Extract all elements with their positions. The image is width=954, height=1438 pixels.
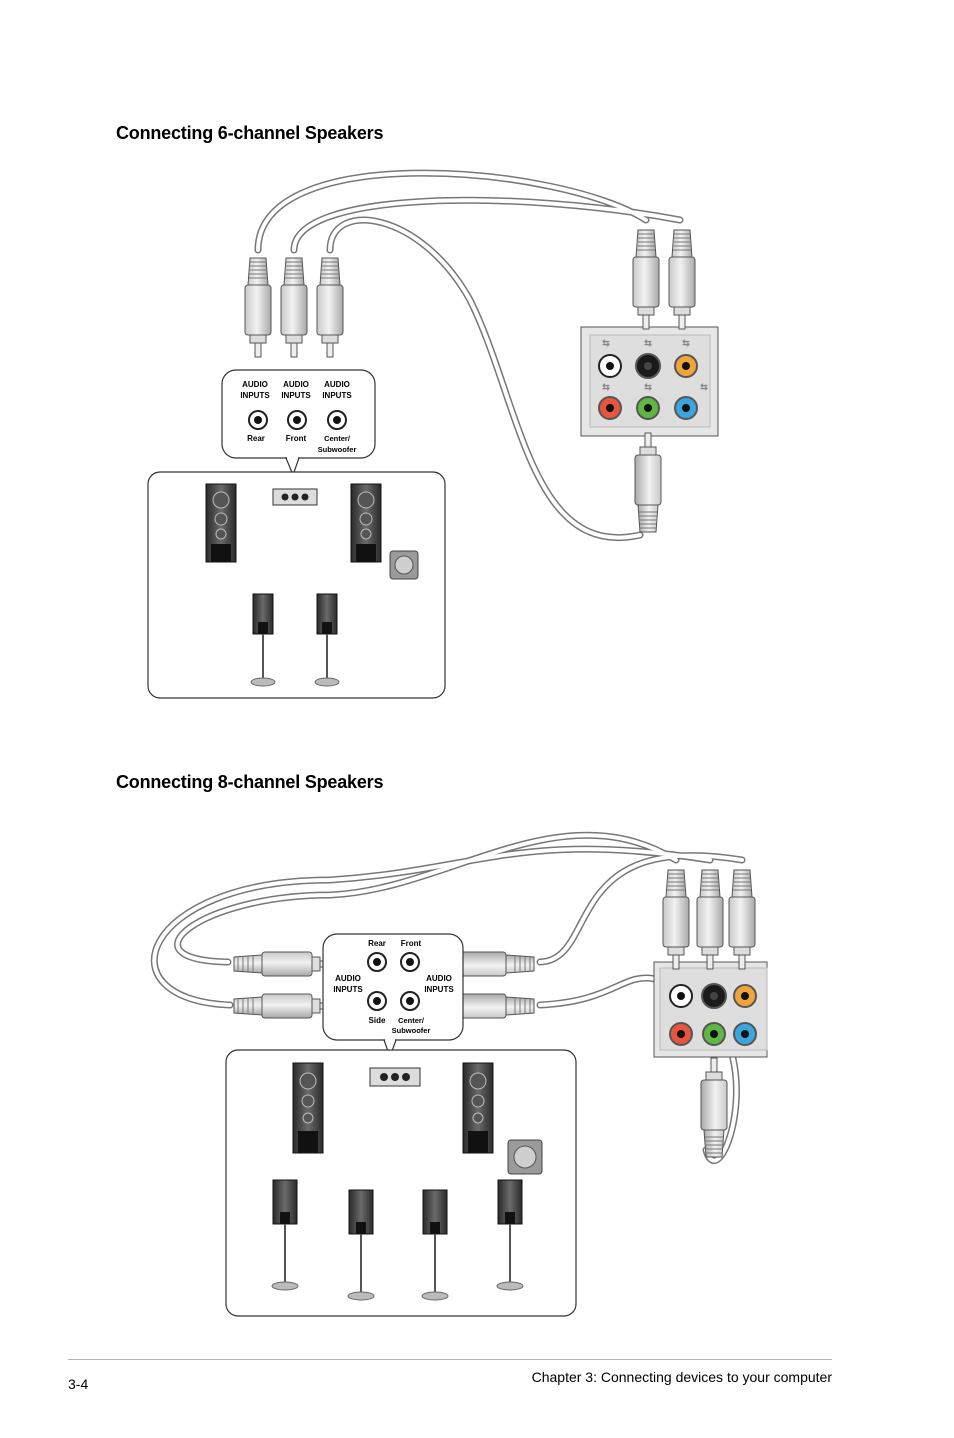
center-speaker-icon <box>272 488 318 506</box>
front-right-speaker-icon <box>350 483 382 563</box>
plug-panel-black-8ch <box>662 869 690 970</box>
input-label-1a: AUDIO <box>242 380 268 389</box>
eight-channel-diagram: Rear Front AUDIO INPUTS AUDIO INPUTS Sid… <box>150 831 768 1317</box>
jack-side-8ch <box>367 991 387 1011</box>
port-label-rear: Rear <box>247 434 265 443</box>
jack-rear <box>248 410 268 430</box>
page-number: 3-4 <box>68 1376 89 1392</box>
chapter-title: Chapter 3: Connecting devices to your co… <box>531 1369 832 1385</box>
rear-audio-panel: ⇆ ⇆ ⇆ ⇆ ⇆ ⇆ <box>580 326 719 437</box>
six-channel-diagram: AUDIO INPUTS AUDIO INPUTS AUDIO INPUTS R… <box>147 169 719 699</box>
input-label-right-b: INPUTS <box>424 985 454 994</box>
front-left-speaker-icon <box>205 483 237 563</box>
section-heading-6-channel: Connecting 6-channel Speakers <box>116 123 384 143</box>
footer-rule <box>68 1359 832 1360</box>
subwoofer-icon <box>389 550 419 580</box>
section-heading-8-channel: Connecting 8-channel Speakers <box>116 772 384 792</box>
input-label-3a: AUDIO <box>324 380 350 389</box>
svg-text:⇆: ⇆ <box>644 338 652 348</box>
jack-front-8ch <box>400 952 420 972</box>
jack-center <box>327 410 347 430</box>
plug-panel-green-8ch <box>700 1057 728 1158</box>
port-label-side: Side <box>369 1016 386 1025</box>
svg-text:⇆: ⇆ <box>682 338 690 348</box>
input-label-2b: INPUTS <box>281 391 311 400</box>
speaker-set-6ch <box>147 471 446 699</box>
front-left-speaker-icon <box>292 1062 324 1154</box>
jack-front <box>287 410 307 430</box>
svg-text:⇆: ⇆ <box>602 382 610 392</box>
plug-panel-orange-8ch <box>696 869 724 970</box>
plug-panel-black <box>632 229 660 330</box>
input-label-right-a: AUDIO <box>426 974 452 983</box>
port-label-subwoofer: Subwoofer <box>318 445 357 454</box>
plug-center <box>316 257 344 358</box>
svg-text:⇆: ⇆ <box>700 382 708 392</box>
port-label-rear-8ch: Rear <box>368 939 386 948</box>
port-label-front-8ch: Front <box>401 939 422 948</box>
speaker-set-8ch <box>225 1049 577 1317</box>
plug-rear-8ch <box>233 951 335 977</box>
input-label-3b: INPUTS <box>322 391 352 400</box>
input-label-2a: AUDIO <box>283 380 309 389</box>
audio-inputs-panel: AUDIO INPUTS AUDIO INPUTS AUDIO INPUTS R… <box>221 369 376 477</box>
input-label-1b: INPUTS <box>240 391 270 400</box>
svg-text:⇆: ⇆ <box>644 382 652 392</box>
jack-rear-8ch <box>367 952 387 972</box>
port-label-subwoofer-8ch: Subwoofer <box>392 1026 431 1035</box>
plug-rear <box>244 257 272 358</box>
front-right-speaker-icon <box>462 1062 494 1154</box>
jack-center-8ch <box>400 991 420 1011</box>
plug-panel-orange <box>668 229 696 330</box>
port-label-front: Front <box>286 434 307 443</box>
center-speaker-icon <box>369 1067 421 1087</box>
plug-side-8ch <box>233 993 335 1019</box>
plug-front <box>280 257 308 358</box>
port-label-center: Center/ <box>324 434 351 443</box>
plug-panel-green <box>634 432 662 533</box>
port-label-center-8ch: Center/ <box>398 1016 425 1025</box>
audio-inputs-panel-8ch: Rear Front AUDIO INPUTS AUDIO INPUTS Sid… <box>322 933 464 1059</box>
rear-audio-panel-8ch <box>653 961 768 1058</box>
svg-text:⇆: ⇆ <box>602 338 610 348</box>
input-label-left-a: AUDIO <box>335 974 361 983</box>
plug-panel-gray-8ch <box>728 869 756 970</box>
subwoofer-icon <box>507 1139 543 1175</box>
input-label-left-b: INPUTS <box>333 985 363 994</box>
